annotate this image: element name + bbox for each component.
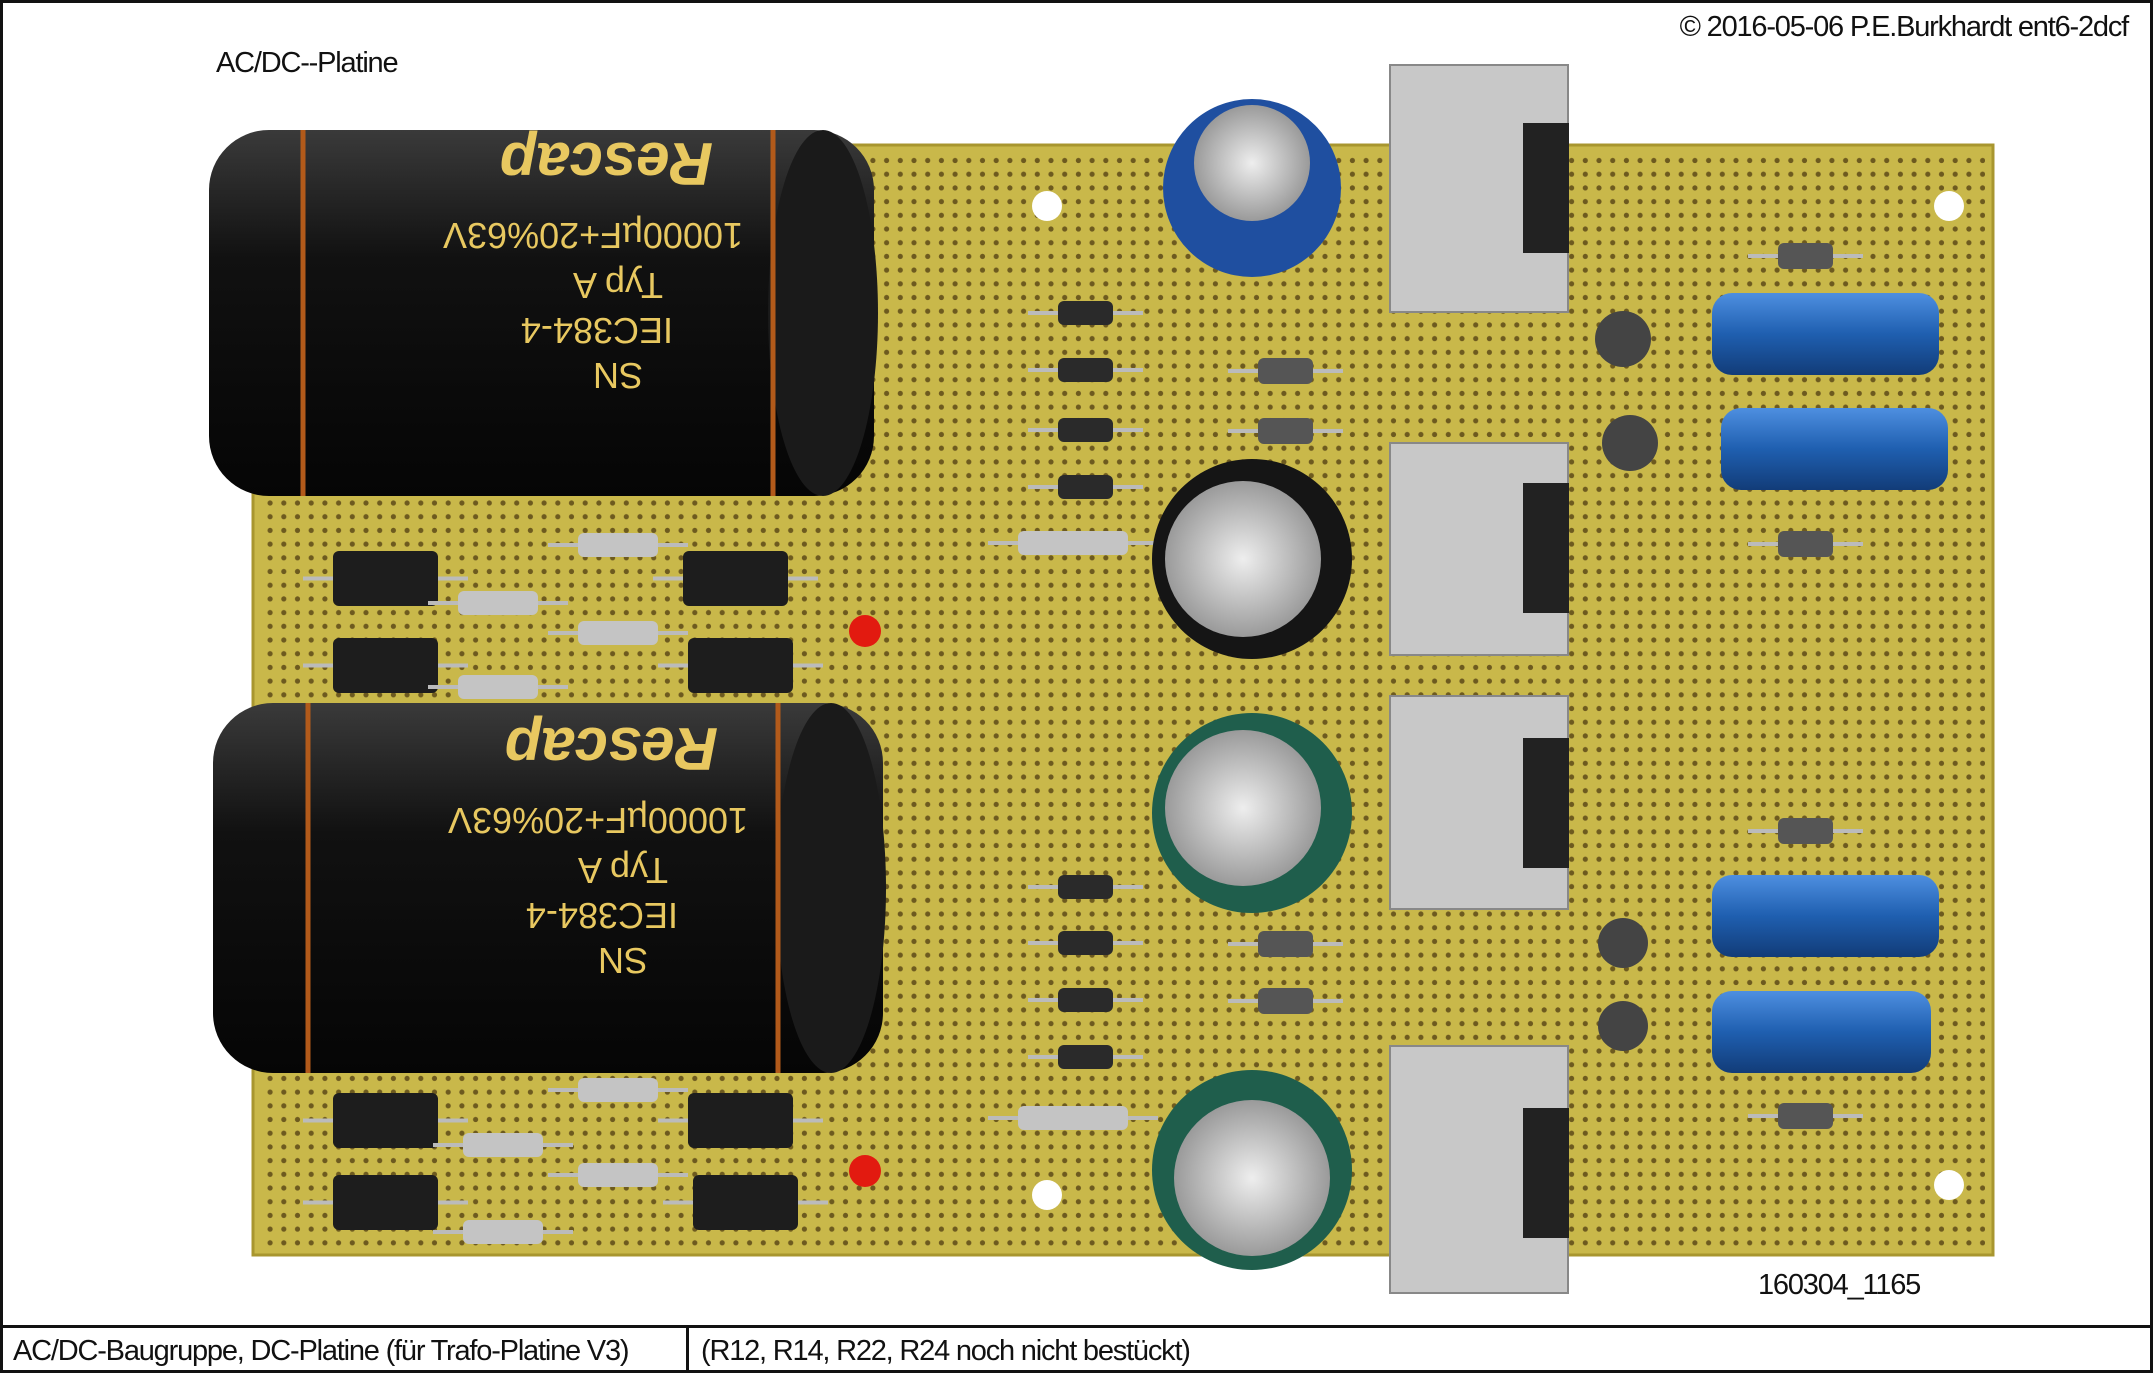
power-diode	[333, 551, 438, 606]
small-diode	[1058, 475, 1113, 499]
heatsinks	[1389, 64, 1569, 1294]
diode	[1778, 818, 1833, 844]
smd-resistor	[458, 591, 538, 615]
small-diode	[1058, 988, 1113, 1012]
power-diode	[688, 1093, 793, 1148]
svg-text:SN: SN	[598, 940, 648, 981]
power-diode	[333, 1093, 438, 1148]
small-diode	[1058, 301, 1113, 325]
small-components	[303, 243, 1863, 1244]
svg-text:Typ A: Typ A	[573, 265, 663, 306]
svg-text:10000µF+20%63V: 10000µF+20%63V	[448, 800, 748, 841]
power-diode	[333, 1175, 438, 1230]
diode	[1258, 931, 1313, 957]
axial-capacitors	[1712, 293, 1948, 1073]
caption-row: AC/DC-Baugruppe, DC-Platine (für Trafo-P…	[3, 1325, 2150, 1370]
caption-left: AC/DC-Baugruppe, DC-Platine (für Trafo-P…	[13, 1335, 630, 1367]
small-diode	[1058, 931, 1113, 955]
radial-capacitors	[1152, 99, 1658, 1270]
caption-cell-left: AC/DC-Baugruppe, DC-Platine (für Trafo-P…	[3, 1328, 689, 1370]
small-diode	[1058, 875, 1113, 899]
small-diode	[1058, 1045, 1113, 1069]
copyright-text: © 2016-05-06 P.E.Burkhardt ent6-2dcf	[1679, 11, 2130, 43]
power-diode	[688, 638, 793, 693]
diode	[1778, 1103, 1833, 1129]
svg-text:IEC384-4: IEC384-4	[526, 895, 678, 936]
smd-resistor	[1018, 531, 1128, 555]
small-diode	[1058, 358, 1113, 382]
smd-resistor	[578, 621, 658, 645]
smd-resistor	[578, 1163, 658, 1187]
diode	[1258, 358, 1313, 384]
smd-resistor	[458, 675, 538, 699]
leds	[849, 615, 881, 1187]
power-diode	[333, 638, 438, 693]
smd-resistor	[578, 1078, 658, 1102]
caption-right: (R12, R14, R22, R24 noch nicht bestückt)	[701, 1335, 1191, 1367]
diode	[1778, 243, 1833, 269]
svg-text:Rescap: Rescap	[500, 130, 713, 197]
svg-text:Rescap: Rescap	[505, 715, 718, 782]
svg-text:Typ A: Typ A	[578, 850, 668, 891]
page-title: AC/DC--Platine	[216, 47, 399, 79]
smd-resistor	[463, 1220, 543, 1244]
photo-id-label: 160304_1165	[1758, 1269, 1921, 1301]
svg-text:IEC384-4: IEC384-4	[521, 310, 673, 351]
small-diode	[1058, 418, 1113, 442]
power-diode	[683, 551, 788, 606]
cap-label-top: SN	[593, 355, 643, 396]
diode	[1778, 531, 1833, 557]
diode	[1258, 988, 1313, 1014]
svg-text:10000µF+20%63V: 10000µF+20%63V	[443, 215, 743, 256]
power-diode	[693, 1175, 798, 1230]
smd-resistor	[1018, 1106, 1128, 1130]
smd-resistor	[463, 1133, 543, 1157]
smd-resistor	[578, 533, 658, 557]
diode	[1258, 418, 1313, 444]
